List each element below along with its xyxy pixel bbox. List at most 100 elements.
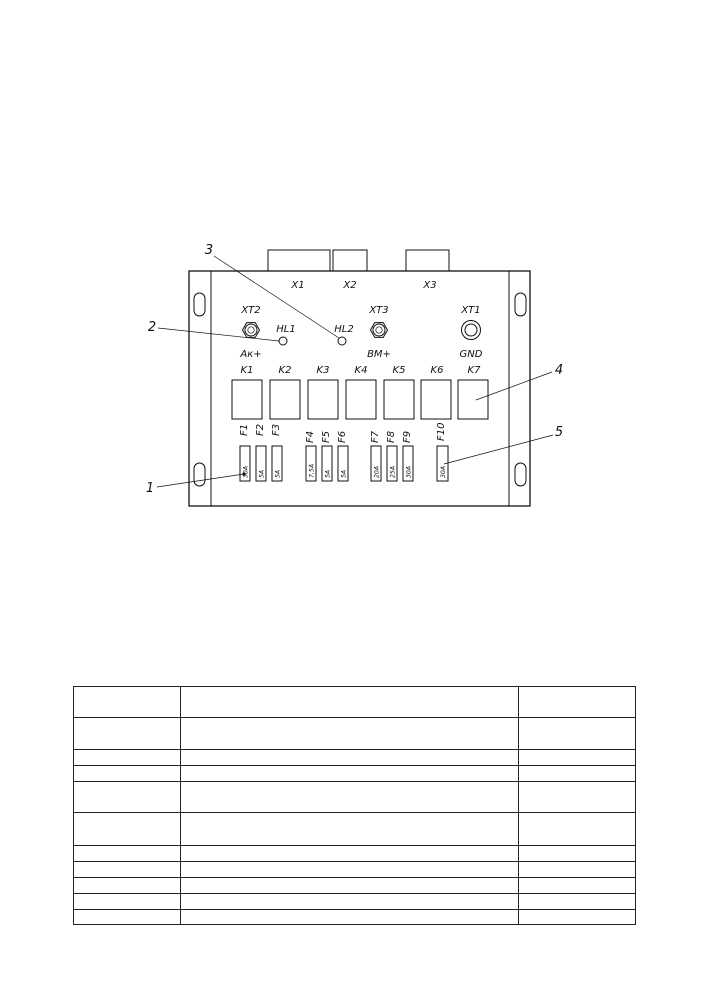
table-cell [518,781,636,813]
fuse-f2-rating: 5A [259,470,266,478]
table-cell [73,781,181,813]
table-cell [180,749,519,766]
fuse-f8-label: F8 [386,431,397,443]
fuse-f5-rating: 5A [325,470,332,478]
fuse-f2 [255,445,267,482]
terminal-xt3-stud [372,323,386,337]
table-cell [180,812,519,846]
indicator-hl1 [278,336,288,346]
terminal-xt2-label: XT2 [240,305,260,316]
table-cell [73,765,181,782]
relay-k4-label: K4 [355,365,368,376]
fuse-f2-label: F2 [255,424,266,436]
terminal-xt2-sign: Aк+ [239,349,261,360]
callout-5-label: 5 [555,425,563,440]
terminal-xt2-core [247,326,255,334]
table-cell [518,893,636,910]
connector-x1-label: X1 [290,280,304,291]
table-cell [518,877,636,894]
relay-k1 [231,379,263,420]
terminal-xt1-ring [461,320,481,340]
relay-k7 [457,379,489,420]
terminal-xt3-label: XT3 [368,305,388,316]
fuse-f3-label: F3 [271,424,282,436]
mounting-slot-top-left [193,292,206,317]
table-cell [73,845,181,862]
fuse-f6-rating: 5A [341,470,348,478]
table-row [73,749,636,766]
table-cell [180,845,519,862]
table-row [73,909,636,925]
table-row [73,861,636,878]
fuse-f6 [337,445,349,482]
relay-k4 [345,379,377,420]
table-cell [73,686,181,718]
fuse-f5 [321,445,333,482]
table-row [73,765,636,782]
relay-k6 [420,379,452,420]
callout-2-leader [157,327,280,342]
mounting-slot-bottom-right [514,462,527,487]
table-row [73,781,636,813]
indicator-hl1-label: HL1 [276,324,295,335]
fuse-f8 [386,445,398,482]
table-cell [518,861,636,878]
table-row [73,893,636,910]
fuse-f10-label: F10 [436,423,447,441]
table-cell [180,893,519,910]
table-cell [180,861,519,878]
fuse-f4 [305,445,317,482]
terminal-xt3-sign: BM+ [367,349,391,360]
table-cell [518,765,636,782]
callout-4-label: 4 [555,363,563,378]
fuse-f9 [402,445,414,482]
table-row [73,877,636,894]
fuse-f1-label: F1 [239,424,250,436]
fuse-f7-label: F7 [370,430,381,443]
table-cell [518,749,636,766]
fuse-f7-rating: 20A [374,466,381,478]
fuse-f8-rating: 25A [390,466,397,478]
relay-k2-label: K2 [279,365,292,376]
callout-1-dot [242,472,246,476]
relay-k3 [307,379,339,420]
table-cell [180,717,519,750]
connector-x2-label: X2 [342,280,356,291]
fuse-f7 [370,445,382,482]
table-row [73,686,636,718]
relay-k5 [383,379,415,420]
table-cell [73,893,181,910]
callout-1-label: 1 [146,481,154,496]
terminal-xt2-stud [244,323,258,337]
terminal-xt3-core [375,326,383,334]
fuse-f3-rating: 5A [275,470,282,478]
table-cell [73,812,181,846]
relay-k7-label: K7 [468,365,482,376]
callout-3-label: 3 [205,243,213,258]
fuse-f9-label: F9 [402,431,413,443]
table-cell [73,861,181,878]
fuse-f5-label: F5 [321,431,332,443]
table-cell [518,812,636,846]
fuse-f10-rating: 30A [440,466,447,478]
fuse-f10 [436,445,449,482]
table-cell [518,845,636,862]
callout-2-label: 2 [148,320,156,335]
table-row [73,845,636,862]
relay-k2 [269,379,301,420]
callout-1-leader [156,473,245,488]
mounting-slot-bottom-left [193,462,206,487]
fuse-f1 [239,445,251,482]
table-cell [180,781,519,813]
fuse-f4-rating: 7,5A [309,464,316,478]
relay-k6-label: K6 [431,365,444,376]
callout-5-leader [443,434,554,465]
specification-table [73,686,636,925]
fuse-f3 [271,445,283,482]
callout-4-leader [475,371,553,401]
relay-k5-label: K5 [393,365,406,376]
table-cell [180,909,519,925]
table-cell [518,909,636,925]
